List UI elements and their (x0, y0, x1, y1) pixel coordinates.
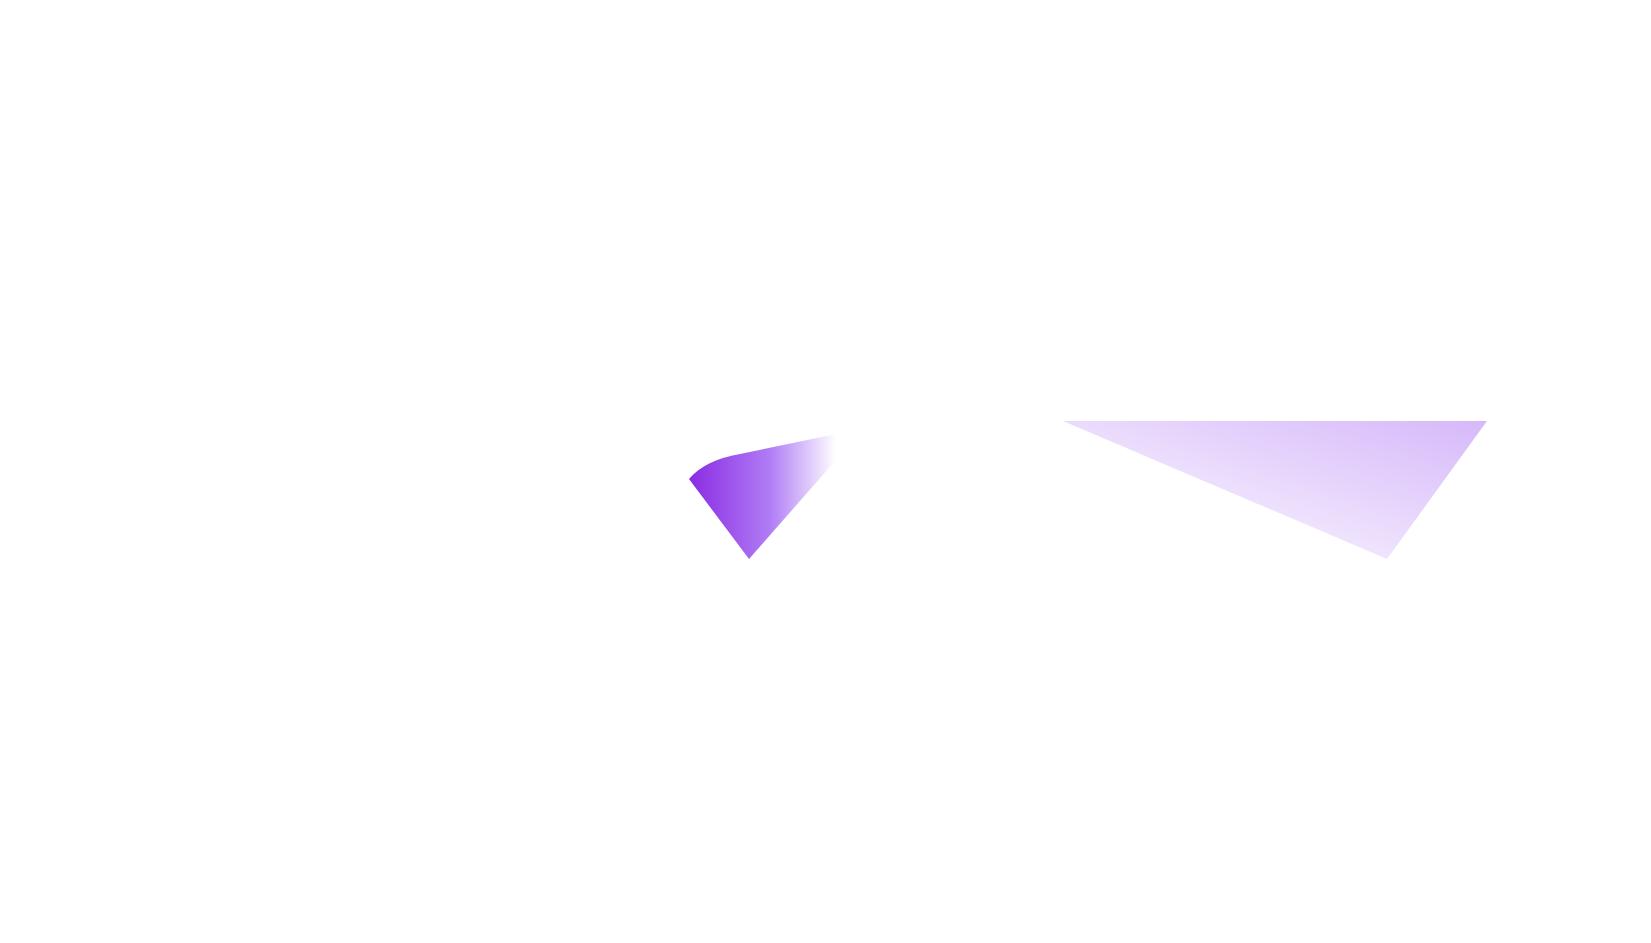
right-shape (1063, 421, 1487, 559)
left-shape (689, 434, 836, 559)
